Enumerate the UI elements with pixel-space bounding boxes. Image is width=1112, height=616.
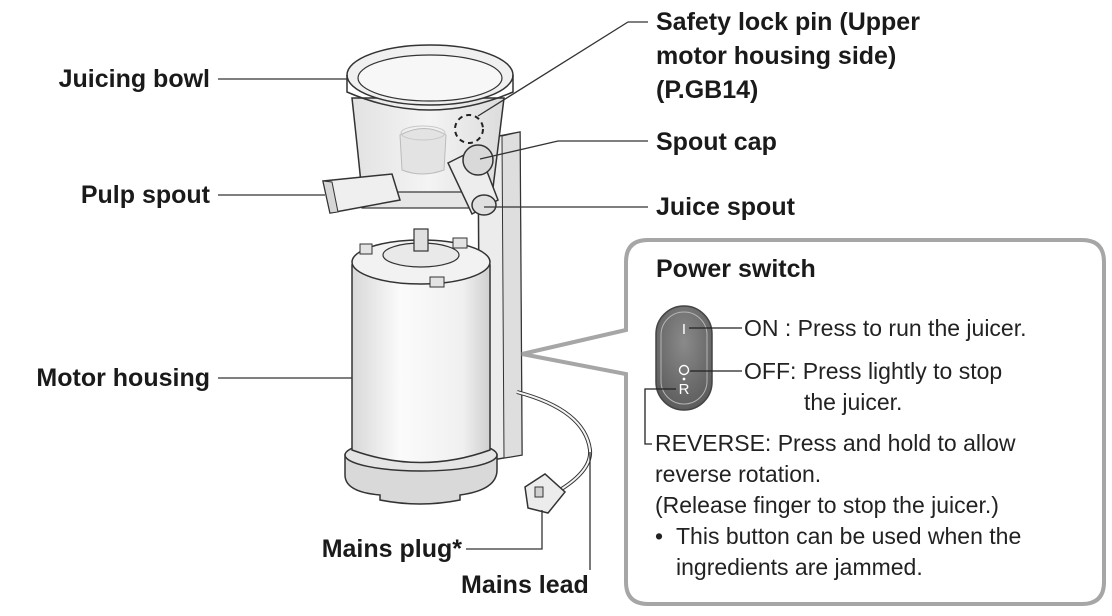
leader-mains-plug (466, 510, 543, 550)
leader-safety-lock-pin (477, 21, 648, 117)
label-motor-housing: Motor housing (36, 364, 210, 392)
reverse-description-line3: (Release finger to stop the juicer.) (655, 492, 999, 518)
juice-spout (447, 144, 499, 216)
label-mains-lead: Mains lead (461, 571, 589, 599)
motor-housing (344, 228, 498, 505)
mains-lead (516, 390, 593, 492)
power-switch-title: Power switch (656, 255, 816, 283)
label-juice-spout: Juice spout (656, 193, 795, 221)
label-spout-cap: Spout cap (656, 128, 777, 156)
note-line2: ingredients are jammed. (676, 554, 923, 580)
safety-lock-pin-marker (454, 114, 484, 144)
off-symbol-icon (678, 364, 690, 376)
spout-cap (462, 144, 494, 176)
note-bullet: • (655, 523, 664, 549)
off-description-line1: OFF: Press lightly to stop (744, 358, 1003, 384)
label-safety-lock-pin-line3: (P.GB14) (656, 76, 759, 104)
dot-icon (682, 377, 686, 381)
label-mains-plug: Mains plug* (321, 535, 462, 563)
reverse-symbol: R (679, 381, 690, 398)
on-symbol: I (682, 321, 686, 338)
label-safety-lock-pin-line1: Safety lock pin (Upper (656, 8, 920, 36)
label-juicing-bowl: Juicing bowl (58, 65, 210, 93)
label-pulp-spout: Pulp spout (80, 181, 210, 209)
leader-lines (218, 21, 648, 570)
off-description-line2: the juicer. (804, 389, 903, 415)
mains-plug (524, 473, 567, 514)
label-safety-lock-pin-line2: motor housing side) (656, 42, 897, 70)
reverse-description-line1: REVERSE: Press and hold to allow (655, 430, 1016, 456)
pulp-spout (322, 173, 401, 214)
power-switch[interactable] (655, 305, 713, 411)
reverse-description-line2: reverse rotation. (655, 461, 822, 487)
on-description: ON : Press to run the juicer. (744, 315, 1027, 341)
note-line1: This button can be used when the (676, 523, 1022, 549)
switch-leader-lines (644, 327, 742, 445)
leader-spout-cap (479, 140, 648, 160)
